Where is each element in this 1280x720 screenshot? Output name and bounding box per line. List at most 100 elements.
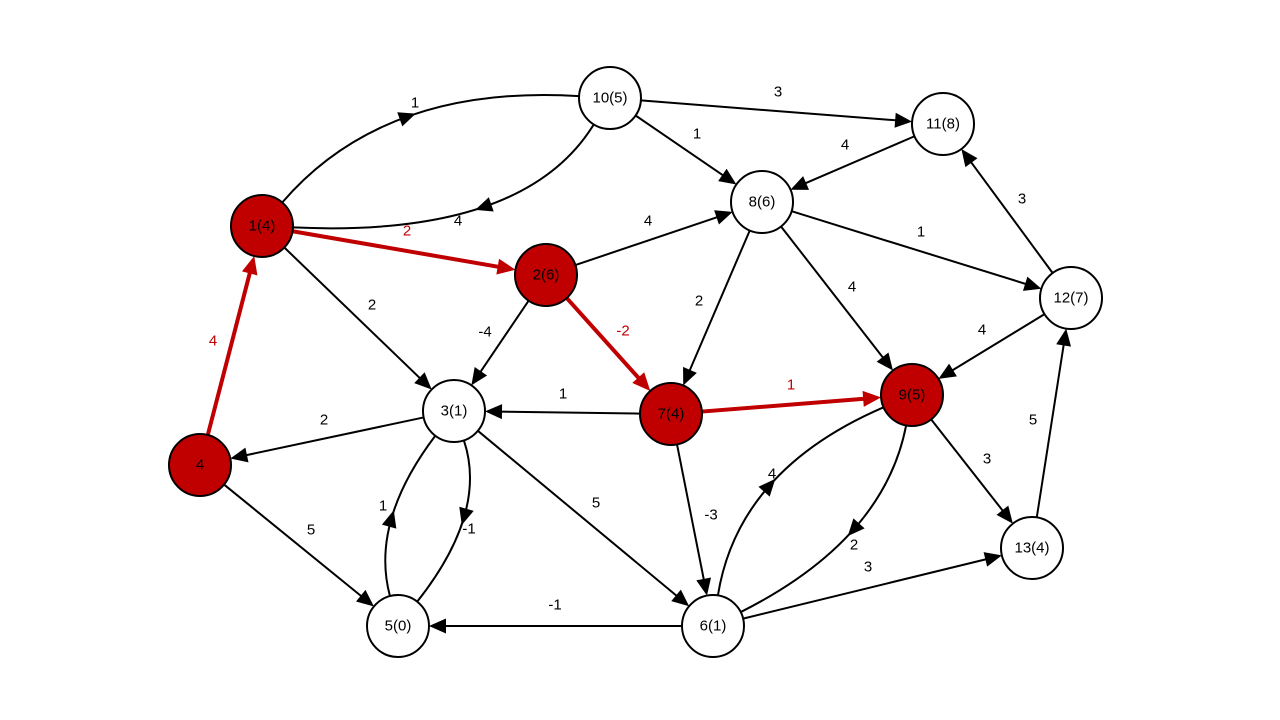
- node-circle: [681, 594, 745, 658]
- edge-line: [791, 210, 1029, 286]
- edge-13-to-12[interactable]: 5: [1029, 328, 1072, 518]
- edge-1-to-3[interactable]: 2: [283, 246, 432, 390]
- edge-weight-label: 4: [841, 137, 849, 154]
- node-circle: [1039, 266, 1103, 330]
- edge-8-to-7[interactable]: 2: [683, 230, 751, 386]
- node-7[interactable]: 7(4): [639, 382, 703, 446]
- edge-2-to-7[interactable]: -2: [565, 296, 651, 391]
- arrowhead-icon: [429, 618, 446, 634]
- edge-11-to-8[interactable]: 4: [790, 135, 915, 190]
- edge-weight-label: 1: [787, 377, 795, 394]
- edge-line: [930, 418, 1006, 514]
- edge-line: [802, 135, 915, 186]
- node-1[interactable]: 1(4): [230, 194, 294, 258]
- node-11[interactable]: 11(8): [911, 92, 975, 156]
- arrowhead-icon: [696, 577, 712, 596]
- edge-10-to-11[interactable]: 3: [640, 84, 913, 128]
- edge-weight-label: 5: [307, 522, 315, 539]
- edge-line: [281, 93, 580, 204]
- edge-line: [498, 410, 641, 415]
- edge-weight-label: 5: [592, 495, 600, 512]
- arrowhead-icon: [475, 197, 494, 212]
- edge-line: [1035, 341, 1066, 518]
- arrowhead-icon: [714, 210, 733, 225]
- nodes-layer: 1(4)2(6)3(1)45(0)6(1)7(4)8(6)9(5)10(5)11…: [168, 66, 1103, 658]
- node-label: 5(0): [385, 618, 412, 635]
- arrowhead-icon: [894, 112, 913, 128]
- arrowhead-icon: [938, 363, 957, 379]
- edge-6-to-13[interactable]: 3: [742, 552, 1002, 620]
- edge-10-to-1[interactable]: 4: [292, 123, 595, 230]
- edge-line: [780, 225, 886, 361]
- edge-5-to-3[interactable]: 1: [379, 435, 437, 597]
- node-13[interactable]: 13(4): [1000, 516, 1064, 580]
- node-label: 1(4): [249, 218, 276, 235]
- arrowhead-icon: [632, 372, 651, 391]
- edge-9-to-6[interactable]: 2: [740, 425, 908, 613]
- edge-line: [205, 268, 253, 436]
- arrowhead-icon: [496, 258, 516, 275]
- edge-weight-label: 4: [768, 466, 776, 483]
- edge-8-to-9[interactable]: 4: [780, 225, 893, 371]
- edge-line: [243, 416, 424, 457]
- edge-weight-label: 3: [864, 559, 872, 576]
- edge-weight-label: 4: [454, 213, 462, 230]
- node-label: 13(4): [1014, 540, 1049, 557]
- arrowhead-icon: [983, 552, 1002, 567]
- edge-7-to-6[interactable]: -3: [676, 444, 718, 596]
- edge-weight-label: -1: [548, 597, 561, 614]
- edge-6-to-5[interactable]: -1: [429, 597, 682, 634]
- edge-6-to-9[interactable]: 4: [716, 406, 884, 596]
- edge-9-to-13[interactable]: 3: [930, 418, 1013, 524]
- node-12[interactable]: 12(7): [1039, 266, 1103, 330]
- edge-8-to-12[interactable]: 1: [791, 210, 1042, 291]
- node-circle: [911, 92, 975, 156]
- arrowhead-icon: [961, 148, 978, 168]
- edge-12-to-9[interactable]: 4: [938, 313, 1046, 379]
- arrowhead-icon: [1022, 276, 1042, 291]
- edge-weight-label: 3: [774, 84, 782, 101]
- node-4[interactable]: 4: [168, 433, 232, 497]
- edge-line: [949, 313, 1046, 373]
- edge-3-to-6[interactable]: 5: [477, 430, 690, 607]
- node-6[interactable]: 6(1): [681, 594, 745, 658]
- arrowhead-icon: [790, 176, 810, 190]
- edge-weight-label: 5: [1029, 412, 1037, 429]
- edge-weight-label: 1: [411, 95, 419, 112]
- arrowhead-icon: [230, 447, 249, 463]
- edge-10-to-8[interactable]: 1: [635, 114, 737, 185]
- edge-4-to-5[interactable]: 5: [223, 483, 374, 607]
- edge-1-to-2[interactable]: 2: [292, 223, 516, 275]
- node-10[interactable]: 10(5): [578, 66, 642, 130]
- edge-line: [701, 396, 868, 414]
- node-8[interactable]: 8(6): [730, 170, 794, 234]
- node-circle: [1000, 516, 1064, 580]
- edge-3-to-5[interactable]: -1: [416, 440, 476, 603]
- edge-3-to-4[interactable]: 2: [230, 412, 424, 463]
- node-circle: [168, 433, 232, 497]
- edge-weight-label: 1: [693, 126, 701, 143]
- edge-2-to-8[interactable]: 4: [575, 210, 733, 267]
- edge-4-to-1[interactable]: 4: [205, 256, 258, 436]
- edge-12-to-11[interactable]: 3: [961, 148, 1054, 274]
- edge-1-to-10[interactable]: 1: [281, 93, 580, 204]
- arrowhead-icon: [876, 352, 893, 371]
- node-circle: [230, 194, 294, 258]
- node-circle: [422, 379, 486, 443]
- arrowhead-icon: [718, 168, 737, 185]
- edge-line: [292, 229, 503, 270]
- edge-weight-label: 2: [403, 223, 411, 240]
- edge-7-to-3[interactable]: 1: [484, 386, 641, 420]
- node-3[interactable]: 3(1): [422, 379, 486, 443]
- node-9[interactable]: 9(5): [880, 363, 944, 427]
- edge-2-to-3[interactable]: -4: [471, 300, 530, 386]
- edge-line: [676, 444, 706, 583]
- arrowhead-icon: [414, 372, 432, 390]
- arrowhead-icon: [381, 510, 397, 529]
- node-5[interactable]: 5(0): [366, 594, 430, 658]
- edge-7-to-9[interactable]: 1: [701, 377, 882, 414]
- node-2[interactable]: 2(6): [514, 243, 578, 307]
- edge-weight-label: 4: [978, 322, 986, 339]
- edge-weight-label: 4: [209, 333, 217, 350]
